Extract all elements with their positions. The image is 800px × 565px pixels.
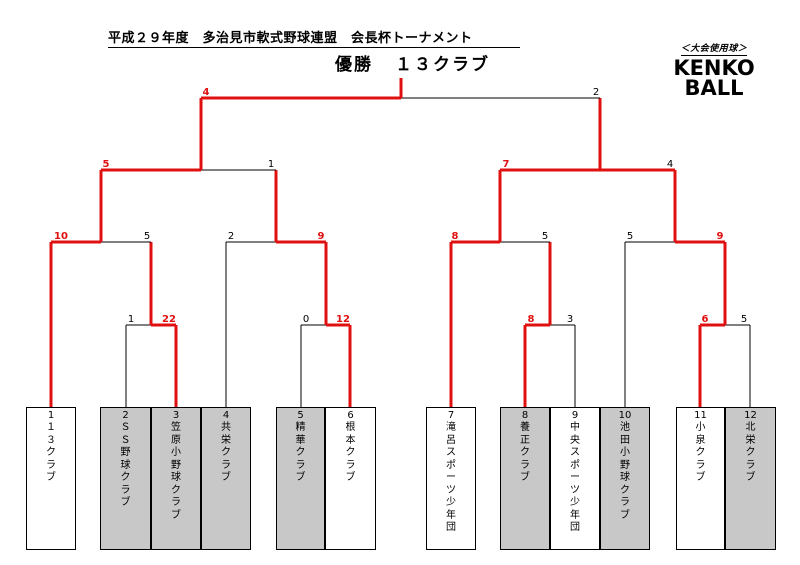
r1a-score-right: 22 xyxy=(162,314,176,325)
r1c-score-left: 8 xyxy=(528,314,535,325)
r2a-score-right: 5 xyxy=(144,231,150,242)
team-number: 12 xyxy=(744,410,757,421)
r2c-score-left: 8 xyxy=(452,231,459,242)
team-name: 養正クラブ xyxy=(520,422,530,483)
team-name: 中央スポーツ少年団 xyxy=(570,422,580,533)
team-number: 9 xyxy=(571,410,579,421)
team-number: 3 xyxy=(172,410,180,421)
logo-line-1: KENKO xyxy=(673,56,755,80)
logo-subtitle: ＜大会使用球＞ xyxy=(680,44,748,56)
r1b-score-right: 12 xyxy=(336,314,350,325)
champion-label: 優勝 xyxy=(335,55,373,75)
team-number: 2 xyxy=(122,410,129,421)
team-number: 8 xyxy=(521,410,529,421)
tournament-title: 平成２９年度 多治見市軟式野球連盟 会長杯トーナメント xyxy=(108,31,520,48)
team-number: 6 xyxy=(347,410,354,421)
team-number: 11 xyxy=(694,410,707,421)
r2b-score-left: 2 xyxy=(228,231,234,242)
champion-line: 優勝 １３クラブ xyxy=(335,50,490,75)
team-number: 7 xyxy=(447,410,455,421)
kenko-ball-logo: ＜大会使用球＞ KENKO BALL xyxy=(664,36,764,100)
r1a-score-left: 1 xyxy=(128,314,134,325)
team-number: 5 xyxy=(297,410,304,421)
r2c-score-right: 5 xyxy=(542,231,548,242)
r3a-score-left: 5 xyxy=(103,159,110,170)
team-name: 北栄クラブ xyxy=(745,422,756,483)
r1b-score-left: 0 xyxy=(303,314,309,325)
team-name: 池田小野球クラブ xyxy=(620,422,630,521)
r2b-score-right: 9 xyxy=(318,231,325,242)
team-number: 1 xyxy=(47,410,55,421)
logo-line-2: BALL xyxy=(684,76,744,100)
r3a-score-right: 1 xyxy=(268,159,274,170)
team-name: 笠原小野球クラブ xyxy=(171,422,181,521)
final-score-right: 2 xyxy=(593,87,599,98)
r2d-score-left: 5 xyxy=(627,231,633,242)
r1d-score-right: 5 xyxy=(741,314,747,325)
team-name: 根本クラブ xyxy=(345,422,356,483)
r2a-score-left: 10 xyxy=(54,231,68,242)
team-number: 10 xyxy=(618,410,632,421)
team-name: 小泉クラブ xyxy=(695,422,706,483)
team-name: 精華クラブ xyxy=(295,422,306,483)
final-score-left: 4 xyxy=(203,87,210,98)
team-number: 4 xyxy=(222,410,230,421)
r1c-score-right: 3 xyxy=(567,314,573,325)
r3b-score-left: 7 xyxy=(503,159,510,170)
r2d-score-right: 9 xyxy=(717,231,724,242)
r3b-score-right: 4 xyxy=(667,159,673,170)
team-name: 滝呂スポーツ少年団 xyxy=(446,422,456,533)
r1d-score-left: 6 xyxy=(702,314,709,325)
champion-team: １３クラブ xyxy=(395,55,490,75)
team-name: 共栄クラブ xyxy=(221,422,231,483)
